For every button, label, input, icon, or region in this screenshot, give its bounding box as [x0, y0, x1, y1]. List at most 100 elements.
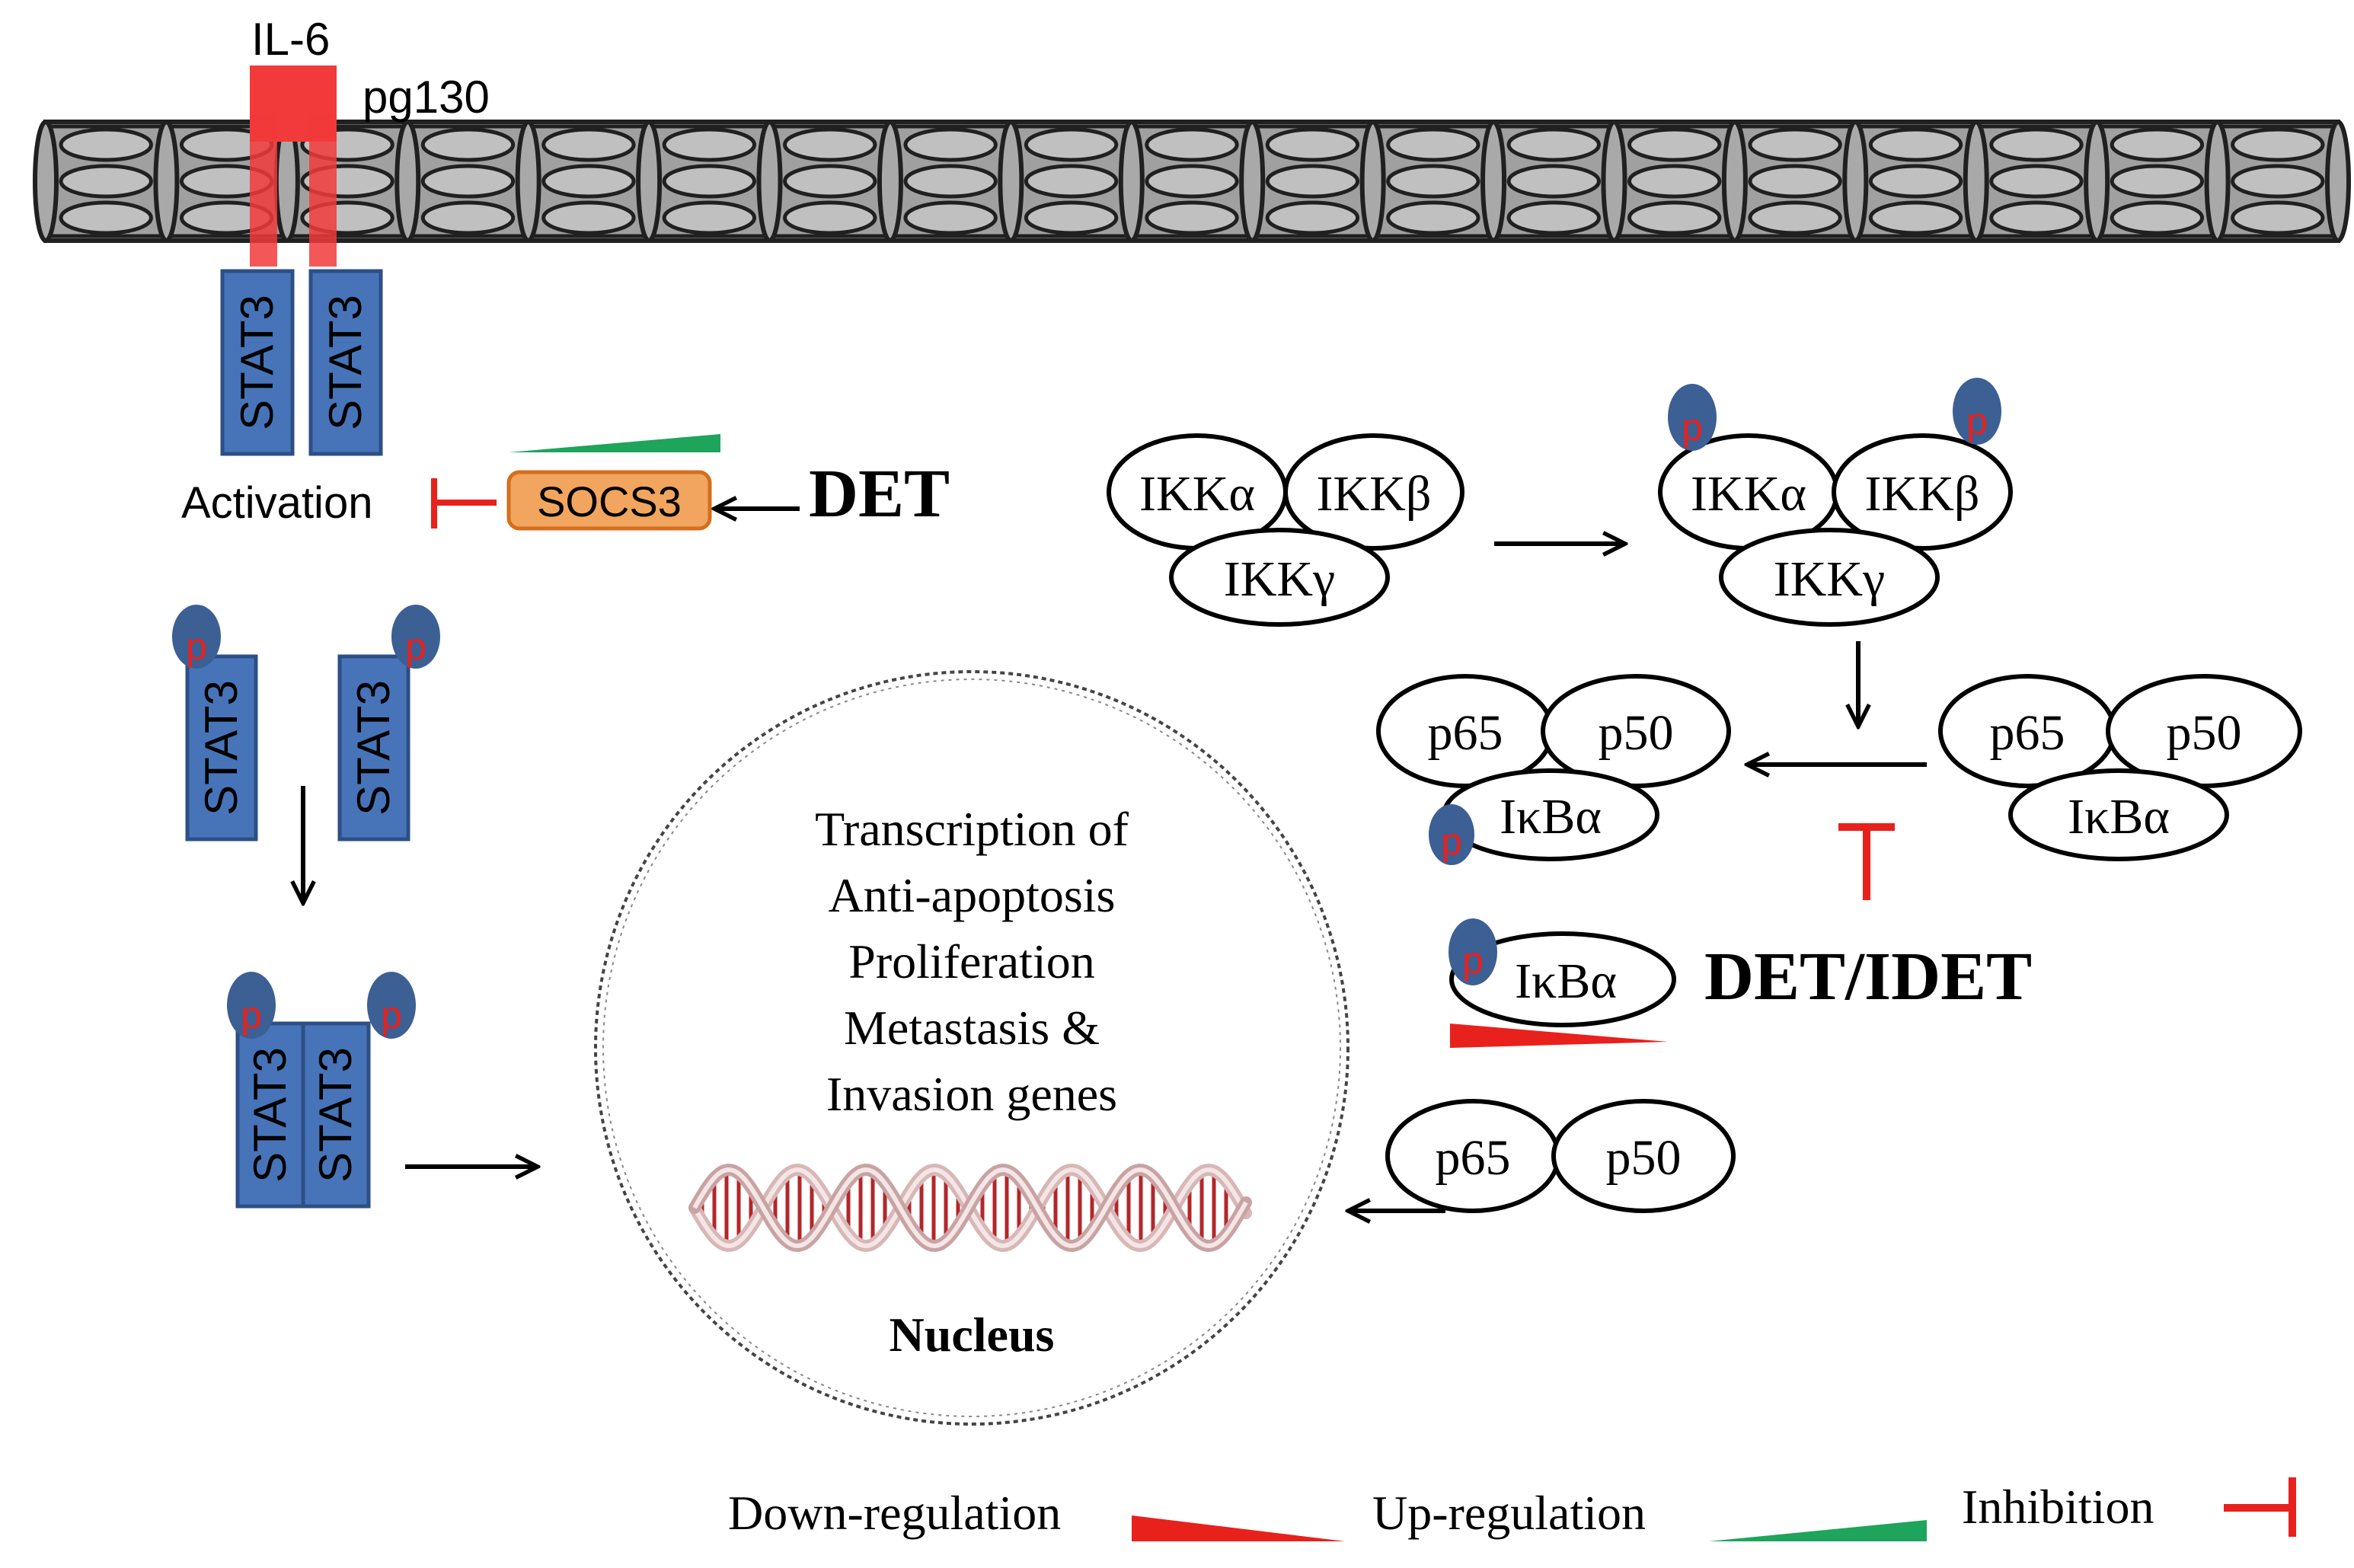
phospho-label: p	[1966, 400, 1988, 442]
p65-label: p65	[1428, 705, 1503, 761]
stat3-monomer-membrane-left: STAT3	[220, 269, 295, 456]
p50-label: p50	[2167, 705, 2242, 761]
membrane-segment	[649, 124, 770, 238]
downregulation-indicator	[1450, 1024, 1668, 1048]
det-idet-inhibition-mark	[1838, 823, 1895, 900]
phospho-label: p	[241, 994, 262, 1036]
membrane-segment	[1855, 124, 1976, 238]
nucleus-text-line: Anti-apoptosis	[829, 868, 1116, 922]
membrane-joint	[2084, 120, 2110, 243]
membrane-joint	[515, 120, 541, 243]
nucleus-text-line: Invasion genes	[826, 1067, 1117, 1121]
membrane-segment	[1011, 124, 1132, 238]
legend-inhibition-mark	[2224, 1477, 2296, 1537]
ikk-beta-label: IKKβ	[1317, 466, 1432, 522]
legend-up-label: Up-regulation	[1372, 1486, 1646, 1540]
p50-label: p50	[1599, 705, 1674, 761]
ikk-gamma-label: IKKγ	[1774, 551, 1885, 607]
ikba-label: IκBα	[2068, 789, 2170, 845]
activation-label: Activation	[181, 478, 372, 528]
membrane-joint	[394, 120, 421, 243]
p50-label: p50	[1606, 1130, 1682, 1186]
ikk-alpha-label: IKKα	[1691, 466, 1806, 522]
membrane-segment	[890, 124, 1011, 238]
membrane-segment	[1976, 124, 2097, 238]
nfkb-complex-inactive: p65 p50 IκBα	[1938, 674, 2302, 861]
membrane-segment	[166, 124, 287, 238]
membrane-joint	[1239, 120, 1266, 243]
nfkb-free-dimer: p65 p50	[1385, 1099, 1736, 1213]
il6-receptor	[250, 65, 337, 267]
ikk-complex-inactive: IKKα IKKβ IKKγ	[1107, 433, 1464, 627]
membrane-joint	[153, 120, 180, 243]
ikba-label: IκBα	[1515, 953, 1617, 1009]
socs3-box: SOCS3	[506, 470, 712, 531]
membrane-joint	[1963, 120, 1989, 243]
dna-helix-icon	[688, 1163, 1252, 1253]
det-idet-label: DET/IDET	[1704, 939, 2032, 1014]
p65-label: p65	[1990, 705, 2065, 761]
phospho-ikba-degradation: IκBα p	[1448, 918, 1676, 1027]
nucleus-text-line: Proliferation	[848, 934, 1094, 988]
membrane-joint	[1842, 120, 1869, 243]
stat3-monomer-membrane-right: STAT3	[308, 269, 383, 456]
phospho-label: p	[1441, 820, 1462, 863]
membrane-segment	[1372, 124, 1494, 238]
membrane-segment	[1493, 124, 1615, 238]
stat3-label: STAT3	[232, 295, 283, 430]
det-label: DET	[809, 456, 950, 532]
legend-inhibition-label: Inhibition	[1962, 1480, 2154, 1534]
membrane-segment	[528, 124, 650, 238]
membrane-joint	[2325, 120, 2351, 243]
upregulation-indicator	[509, 434, 720, 452]
nucleus	[594, 670, 1349, 1426]
legend-up-wedge	[1709, 1520, 1927, 1541]
phospho-stat3-dimer: STAT3 STAT3 p p	[227, 972, 416, 1209]
pg130-label: pg130	[363, 72, 490, 123]
membrane-segment	[2097, 124, 2218, 238]
nucleus-label: Nucleus	[890, 1308, 1055, 1362]
legend-down-wedge	[1132, 1515, 1345, 1541]
ikk-alpha-label: IKKα	[1139, 466, 1255, 522]
membrane-joint	[1359, 120, 1386, 243]
membrane-segment	[1131, 124, 1253, 238]
membrane-segment	[1614, 124, 1735, 238]
stat3-label: STAT3	[310, 1047, 361, 1183]
nucleus-transcription-text: Transcription of Anti-apoptosisProliferat…	[815, 802, 1129, 1121]
legend: Down-regulation Up-regulation Inhibition	[728, 1477, 2296, 1541]
socs3-label: SOCS3	[537, 477, 682, 525]
nfkb-complex-phosphorylated: p65 p50 IκBα p	[1376, 674, 1731, 865]
membrane-joint	[636, 120, 663, 243]
membrane-segment	[1252, 124, 1373, 238]
stat3-label: STAT3	[320, 295, 371, 430]
stat3-label: STAT3	[196, 680, 247, 816]
membrane-segment	[286, 124, 408, 238]
inhibition-mark	[431, 478, 497, 529]
dna-strand-highlight	[692, 1167, 1248, 1249]
ikk-beta-label: IKKβ	[1865, 466, 1980, 522]
membrane-joint	[998, 120, 1024, 243]
membrane-joint	[756, 120, 783, 243]
membrane-joint	[1721, 120, 1748, 243]
ikk-complex-phosphorylated: IKKα IKKβ IKKγ p p	[1658, 378, 2013, 627]
phospho-label: p	[405, 625, 426, 668]
membrane-joint	[877, 120, 903, 243]
cell-membrane	[33, 120, 2351, 243]
membrane-segment	[769, 124, 890, 238]
membrane-segment	[407, 124, 529, 238]
membrane-joint	[1118, 120, 1145, 243]
membrane-joint	[1480, 120, 1507, 243]
membrane-joint	[33, 120, 59, 243]
phospho-label: p	[381, 994, 402, 1036]
il6-label: IL-6	[251, 14, 330, 65]
p65-label: p65	[1436, 1130, 1511, 1186]
membrane-joint	[2204, 120, 2231, 243]
phospho-label: p	[186, 625, 207, 668]
membrane-segment	[46, 124, 167, 238]
phospho-stat3-right: STAT3 p	[337, 605, 440, 841]
nucleus-text-line: Transcription of	[815, 802, 1129, 856]
nucleus-text-line: Metastasis &	[844, 1001, 1100, 1055]
ikk-gamma-label: IKKγ	[1224, 551, 1335, 607]
stat3-label: STAT3	[244, 1047, 295, 1183]
